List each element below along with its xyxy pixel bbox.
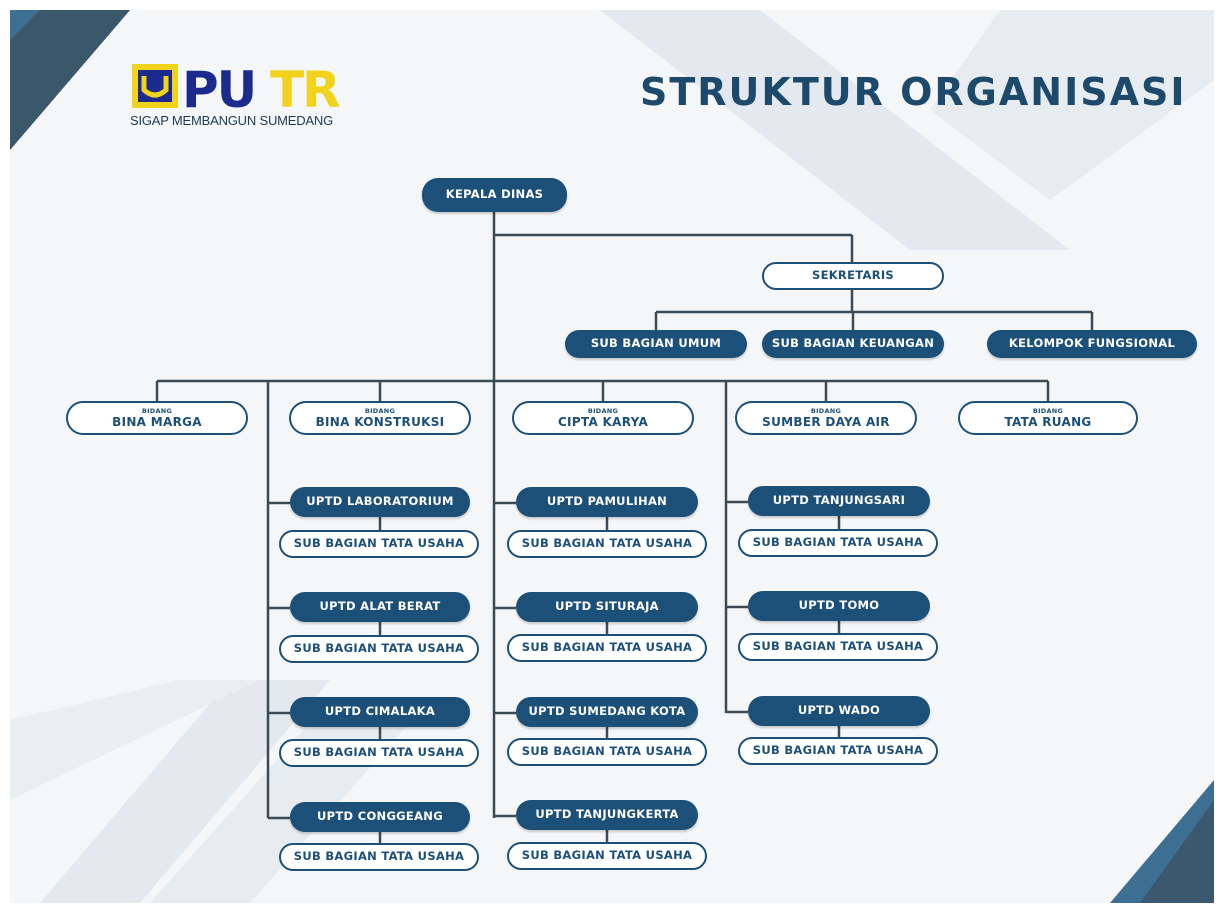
svg-text:PU: PU [182, 61, 255, 119]
bidang-prefix-label: BIDANG [810, 407, 842, 416]
bidang-prefix-label: BIDANG [364, 407, 396, 416]
node-uptd-tanjungsari: UPTD TANJUNGSARI [748, 486, 930, 516]
page-title: STRUKTUR ORGANISASI [640, 70, 1187, 114]
node-sub-bagian-keuangan: SUB BAGIAN KEUANGAN [762, 330, 944, 358]
node-uptd-tanjungkerta: UPTD TANJUNGKERTA [516, 800, 698, 830]
svg-text:TR: TR [270, 61, 340, 119]
bidang-name-label: CIPTA KARYA [557, 414, 649, 429]
bidang-name-label: TATA RUANG [1004, 414, 1092, 429]
node-uptd-wado: UPTD WADO [748, 696, 930, 726]
node-uptd-alat-berat: UPTD ALAT BERAT [290, 592, 470, 622]
logo-tagline: SIGAP MEMBANGUN SUMEDANG [130, 113, 333, 128]
node-sub-bagian-tata-usaha: SUB BAGIAN TATA USAHA [279, 739, 479, 767]
node-sub-bagian-tata-usaha: SUB BAGIAN TATA USAHA [507, 634, 707, 662]
node-uptd-cimalaka: UPTD CIMALAKA [290, 697, 470, 727]
node-sub-bagian-tata-usaha: SUB BAGIAN TATA USAHA [507, 738, 707, 766]
putr-logo: PU TR [132, 61, 342, 119]
node-sub-bagian-tata-usaha: SUB BAGIAN TATA USAHA [279, 635, 479, 663]
node-sub-bagian-tata-usaha: SUB BAGIAN TATA USAHA [738, 633, 938, 661]
node-sub-bagian-tata-usaha: SUB BAGIAN TATA USAHA [279, 843, 479, 871]
node-sub-bagian-tata-usaha: SUB BAGIAN TATA USAHA [738, 737, 938, 765]
node-sekretaris: SEKRETARIS [762, 262, 944, 290]
node-uptd-sumedang-kota: UPTD SUMEDANG KOTA [516, 697, 698, 727]
bidang-name-label: BINA KONSTRUKSI [315, 414, 445, 429]
node-kelompok-fungsional: KELOMPOK FUNGSIONAL [987, 330, 1197, 358]
node-sub-bagian-tata-usaha: SUB BAGIAN TATA USAHA [279, 530, 479, 558]
node-sub-bagian-tata-usaha: SUB BAGIAN TATA USAHA [738, 529, 938, 557]
node-uptd-conggeang: UPTD CONGGEANG [290, 802, 470, 832]
node-uptd-tomo: UPTD TOMO [748, 591, 930, 621]
bidang-name-label: SUMBER DAYA AIR [762, 414, 890, 429]
node-sub-bagian-tata-usaha: SUB BAGIAN TATA USAHA [507, 530, 707, 558]
bidang-prefix-label: BIDANG [587, 407, 619, 416]
node-uptd-pamulihan: UPTD PAMULIHAN [516, 487, 698, 517]
bidang-prefix-label: BIDANG [141, 407, 173, 416]
node-sub-bagian-umum: SUB BAGIAN UMUM [565, 330, 747, 358]
bidang-name-label: BINA MARGA [112, 414, 202, 429]
node-sub-bagian-tata-usaha: SUB BAGIAN TATA USAHA [507, 842, 707, 870]
node-uptd-laboratorium: UPTD LABORATORIUM [290, 487, 470, 517]
bidang-prefix-label: BIDANG [1032, 407, 1064, 416]
node-kepala-dinas: KEPALA DINAS [422, 178, 567, 212]
node-uptd-situraja: UPTD SITURAJA [516, 592, 698, 622]
